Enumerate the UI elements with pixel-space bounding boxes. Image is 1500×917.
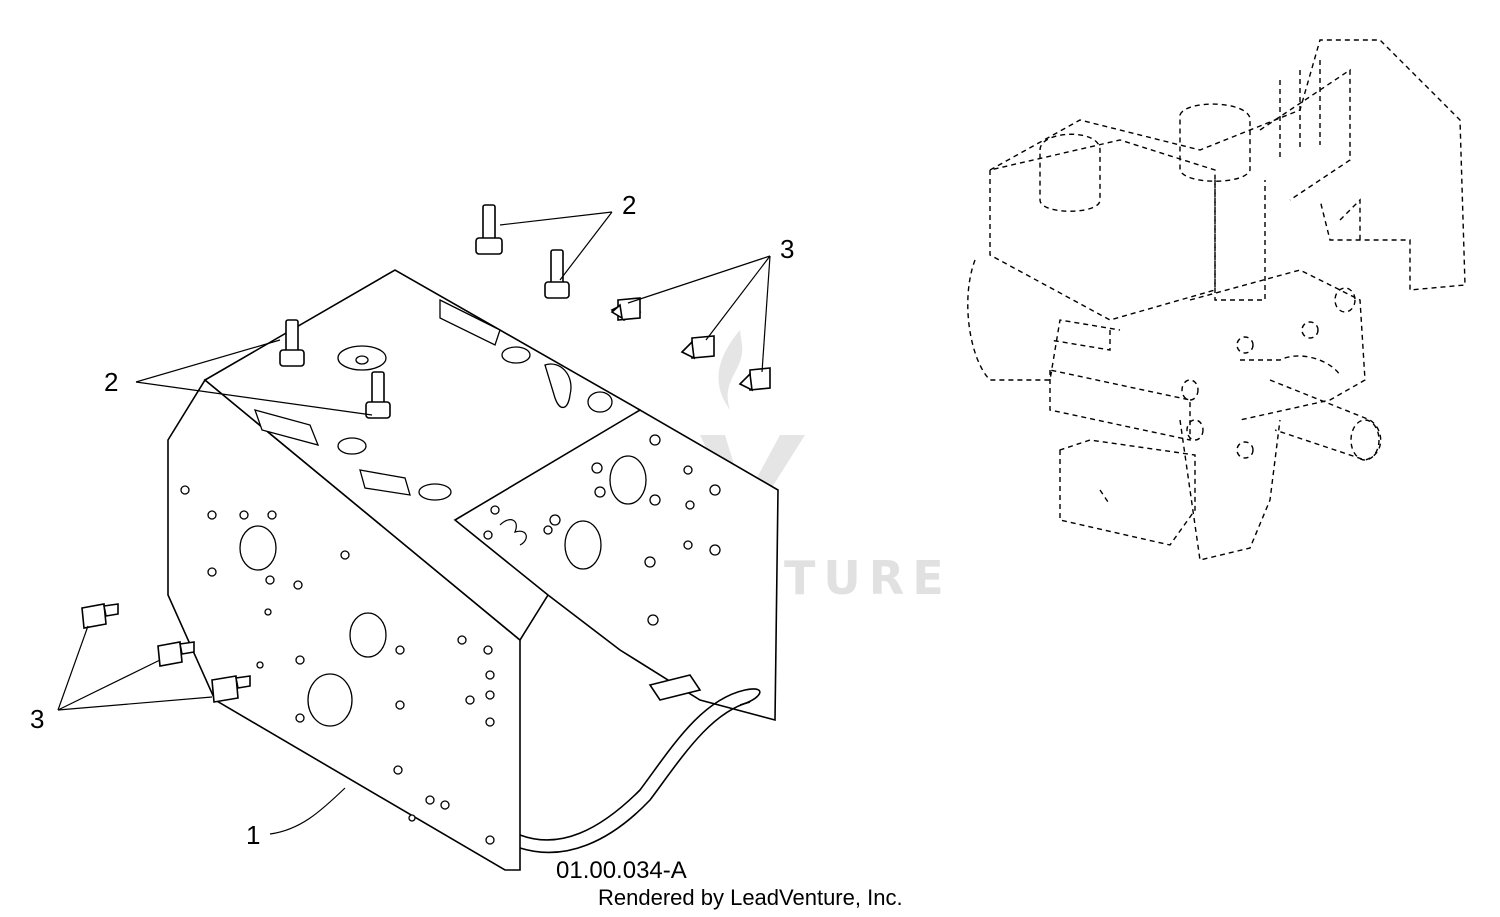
left-plate-large-hole-1	[239, 525, 277, 571]
top-hole-2	[418, 483, 452, 501]
bolt-3	[738, 367, 771, 392]
frame-assembly	[167, 269, 779, 871]
left-plate-small-holes	[180, 485, 495, 845]
top-slot-2	[359, 469, 411, 496]
bolt-2	[680, 335, 715, 360]
bottom-tube-inner	[519, 701, 751, 854]
right-plate	[453, 409, 779, 722]
right-plate-large-hole-2	[564, 520, 602, 570]
watermark-logo-icon	[700, 330, 805, 530]
callouts: 2 2 3 3 1	[30, 190, 794, 850]
stud-3	[279, 319, 305, 367]
stud-2	[544, 249, 570, 299]
top-boss-hole	[355, 355, 369, 365]
left-plate-large-hole-2	[349, 612, 387, 658]
engine-reference-outline	[967, 39, 1466, 561]
render-credit: Rendered by LeadVenture, Inc.	[598, 885, 903, 910]
bottom-tube	[519, 688, 761, 841]
right-plate-large-hole-1	[609, 455, 647, 505]
callout-3-left: 3	[30, 704, 44, 734]
leader-lines	[57, 211, 771, 835]
top-slot-3	[439, 298, 501, 346]
callout-1: 1	[246, 820, 260, 850]
stud-1	[475, 204, 503, 255]
bolt-6	[211, 675, 251, 703]
stud-group-2a	[475, 204, 570, 299]
frame-tab	[648, 674, 702, 701]
right-plate-small-holes	[483, 434, 721, 626]
top-cutout	[544, 363, 572, 409]
bolt-1	[610, 297, 642, 321]
left-plate-large-hole-3	[307, 673, 353, 727]
figure-id: 01.00.034-A	[556, 857, 687, 884]
right-plate-clip	[499, 519, 527, 546]
callout-3-top: 3	[780, 234, 794, 264]
stud-group-2b	[279, 319, 391, 419]
bolt-4	[81, 603, 119, 629]
top-slot-1	[253, 409, 320, 446]
top-hole-3	[501, 346, 531, 364]
bolt-group-3b	[81, 603, 251, 703]
stud-4	[365, 371, 391, 419]
bolt-5	[157, 641, 195, 667]
callout-2-top: 2	[622, 190, 636, 220]
bolt-group-3a	[610, 297, 771, 392]
top-hole-1	[337, 437, 367, 455]
top-hole-4	[587, 391, 613, 413]
callout-2-left: 2	[104, 367, 118, 397]
